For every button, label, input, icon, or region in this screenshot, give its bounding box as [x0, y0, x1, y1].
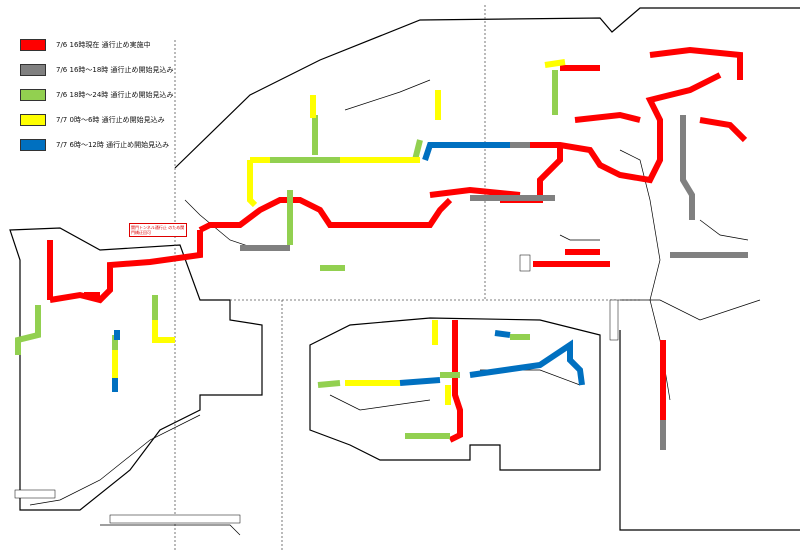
road-closed-segment — [574, 111, 641, 123]
legend-swatch-red — [20, 39, 46, 51]
legend-swatch-yellow — [20, 114, 46, 126]
legend-item-closed-now: 7/6 16時現在 通行止め実施中 — [20, 38, 220, 52]
road-open-segment — [344, 79, 431, 111]
road-open-segment — [620, 299, 761, 321]
roads-blue — [112, 142, 585, 392]
legend-item-0-6: 7/7 0時～6時 通行止め開始見込み — [20, 113, 220, 127]
road-open-segment — [559, 234, 600, 241]
legend-label: 7/6 16時現在 通行止め実施中 — [56, 41, 151, 49]
road-closed-segment — [530, 72, 722, 184]
legend-swatch-grey — [20, 64, 46, 76]
boundary-kinki-east — [619, 330, 800, 531]
station-marker — [519, 254, 531, 272]
road-open-segment — [29, 414, 201, 506]
road-open-segment — [699, 219, 749, 241]
legend-label: 7/7 6時～12時 通行止め開始見込み — [56, 141, 170, 149]
station-marker — [109, 514, 241, 524]
legend-label: 7/6 18時～24時 通行止め開始見込み — [56, 91, 174, 99]
road-blue-segment — [399, 377, 441, 386]
boundary-shikoku — [309, 317, 601, 471]
kanmon-tunnel-note: 関門トンネル通行止 のため関門橋迂回可 — [129, 223, 187, 237]
roads-yellow — [112, 59, 566, 405]
legend-item-6-12: 7/7 6時～12時 通行止め開始見込み — [20, 138, 220, 152]
road-blue-segment — [494, 330, 511, 338]
region-dividers — [174, 5, 640, 550]
road-yellow-segment — [544, 59, 566, 68]
station-markers — [14, 254, 619, 524]
road-open-segment — [100, 524, 241, 536]
road-closed-segment — [49, 230, 203, 304]
road-closed-segment — [699, 117, 748, 143]
legend-label: 7/7 0時～6時 通行止め開始見込み — [56, 116, 165, 124]
road-green-segment — [317, 380, 341, 388]
road-closed-segment — [448, 320, 463, 443]
station-marker — [609, 299, 619, 341]
road-closed-segment — [198, 197, 453, 233]
road-closed-segment — [649, 46, 743, 80]
roads-grey — [240, 115, 748, 450]
road-closed-segment — [429, 186, 521, 198]
boundary-chugoku-kinki — [174, 7, 800, 169]
road-green-segment — [412, 139, 423, 161]
road-open-segment — [329, 394, 431, 411]
legend-swatch-green — [20, 89, 46, 101]
station-marker — [14, 489, 56, 499]
legend-label: 7/6 16時～18時 通行止め開始見込み — [56, 66, 174, 74]
legend: 7/6 16時現在 通行止め実施中 7/6 16時～18時 通行止め開始見込み … — [20, 38, 220, 163]
road-yellow-segment — [247, 160, 258, 208]
roads-closed-red — [47, 46, 748, 443]
region-boundaries — [9, 7, 800, 531]
legend-swatch-blue — [20, 139, 46, 151]
road-yellow-segment — [152, 320, 175, 343]
boundary-kyushu — [9, 227, 263, 511]
road-green-segment — [15, 305, 41, 355]
legend-item-18-24: 7/6 18時～24時 通行止め開始見込み — [20, 88, 220, 102]
road-grey-segment — [680, 115, 695, 220]
road-blue-segment — [469, 339, 585, 386]
legend-item-16-18: 7/6 16時～18時 通行止め開始見込み — [20, 63, 220, 77]
road-blue-segment — [422, 142, 510, 161]
